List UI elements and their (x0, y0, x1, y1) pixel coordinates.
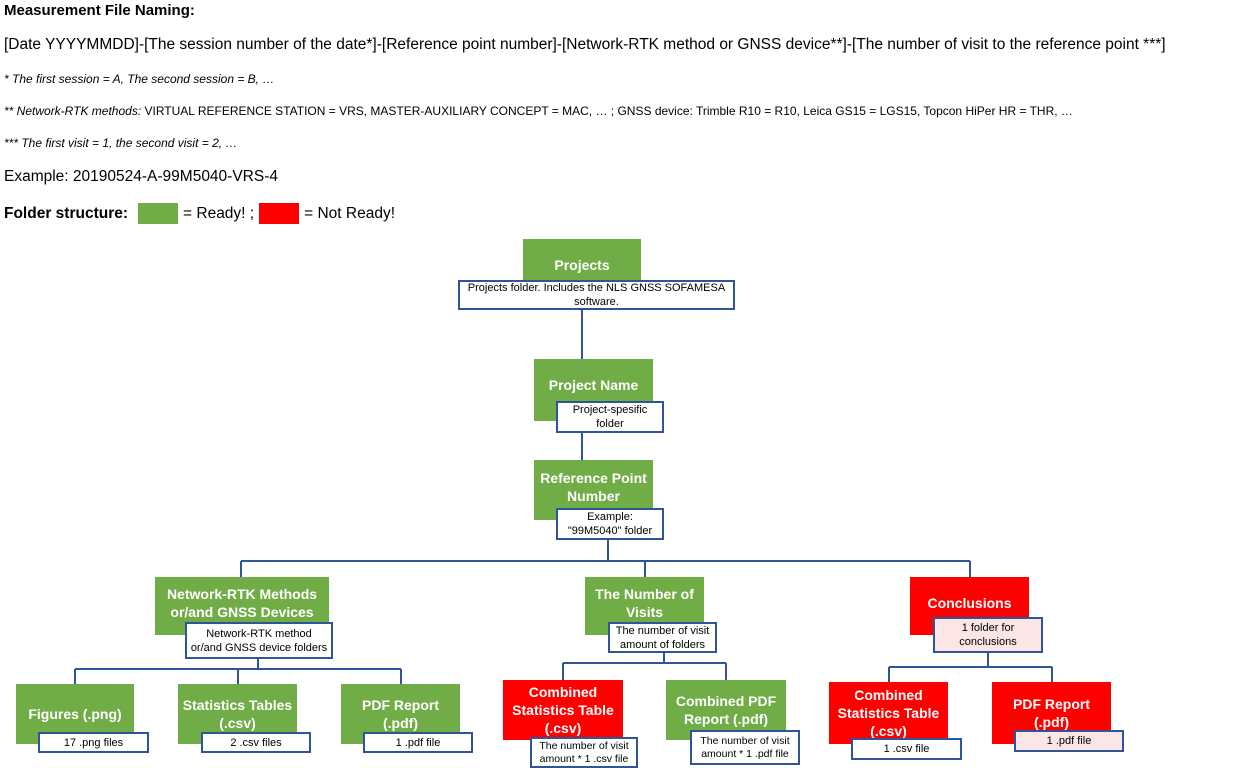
pdf-report-caption: 1 .pdf file (363, 732, 473, 753)
ready-swatch (138, 203, 179, 224)
network-rtk-note: ** Network-RTK methods: VIRTUAL REFERENC… (4, 104, 1073, 118)
legend: Folder structure: = Ready! ; = Not Ready… (4, 203, 395, 224)
visit-note: *** The first visit = 1, the second visi… (4, 136, 238, 150)
reference-point-caption: Example: "99M5040" folder (556, 508, 664, 540)
conclusions-caption: 1 folder for conclusions (933, 617, 1043, 653)
conclusions-statistics-table-caption: 1 .csv file (851, 738, 962, 760)
naming-example: Example: 20190524-A-99M5040-VRS-4 (4, 168, 278, 185)
conclusions-pdf-report-caption: 1 .pdf file (1014, 730, 1124, 752)
figures-caption: 17 .png files (38, 732, 149, 753)
not-ready-text: = Not Ready! (304, 204, 396, 222)
page-title: Measurement File Naming: (4, 2, 195, 19)
not-ready-swatch (259, 203, 300, 224)
conclusions-statistics-table-folder: Combined Statistics Table (.csv) (829, 682, 948, 744)
project-name-caption: Project-spesific folder (556, 401, 664, 433)
visits-caption: The number of visit amount of folders (608, 622, 717, 653)
combined-statistics-table-folder: Combined Statistics Table (.csv) (503, 680, 623, 740)
legend-label: Folder structure: (4, 204, 129, 222)
statistics-tables-caption: 2 .csv files (201, 732, 311, 753)
session-note: * The first session = A, The second sess… (4, 72, 275, 86)
naming-pattern: [Date YYYYMMDD]-[The session number of t… (4, 36, 1166, 53)
projects-caption: Projects folder. Includes the NLS GNSS S… (458, 280, 735, 310)
ready-text: = Ready! ; (183, 204, 255, 222)
combined-pdf-report-caption: The number of visit amount * 1 .pdf file (690, 730, 800, 765)
network-rtk-caption: Network-RTK method or/and GNSS device fo… (185, 622, 333, 659)
combined-statistics-table-caption: The number of visit amount * 1 .csv file (530, 737, 638, 768)
